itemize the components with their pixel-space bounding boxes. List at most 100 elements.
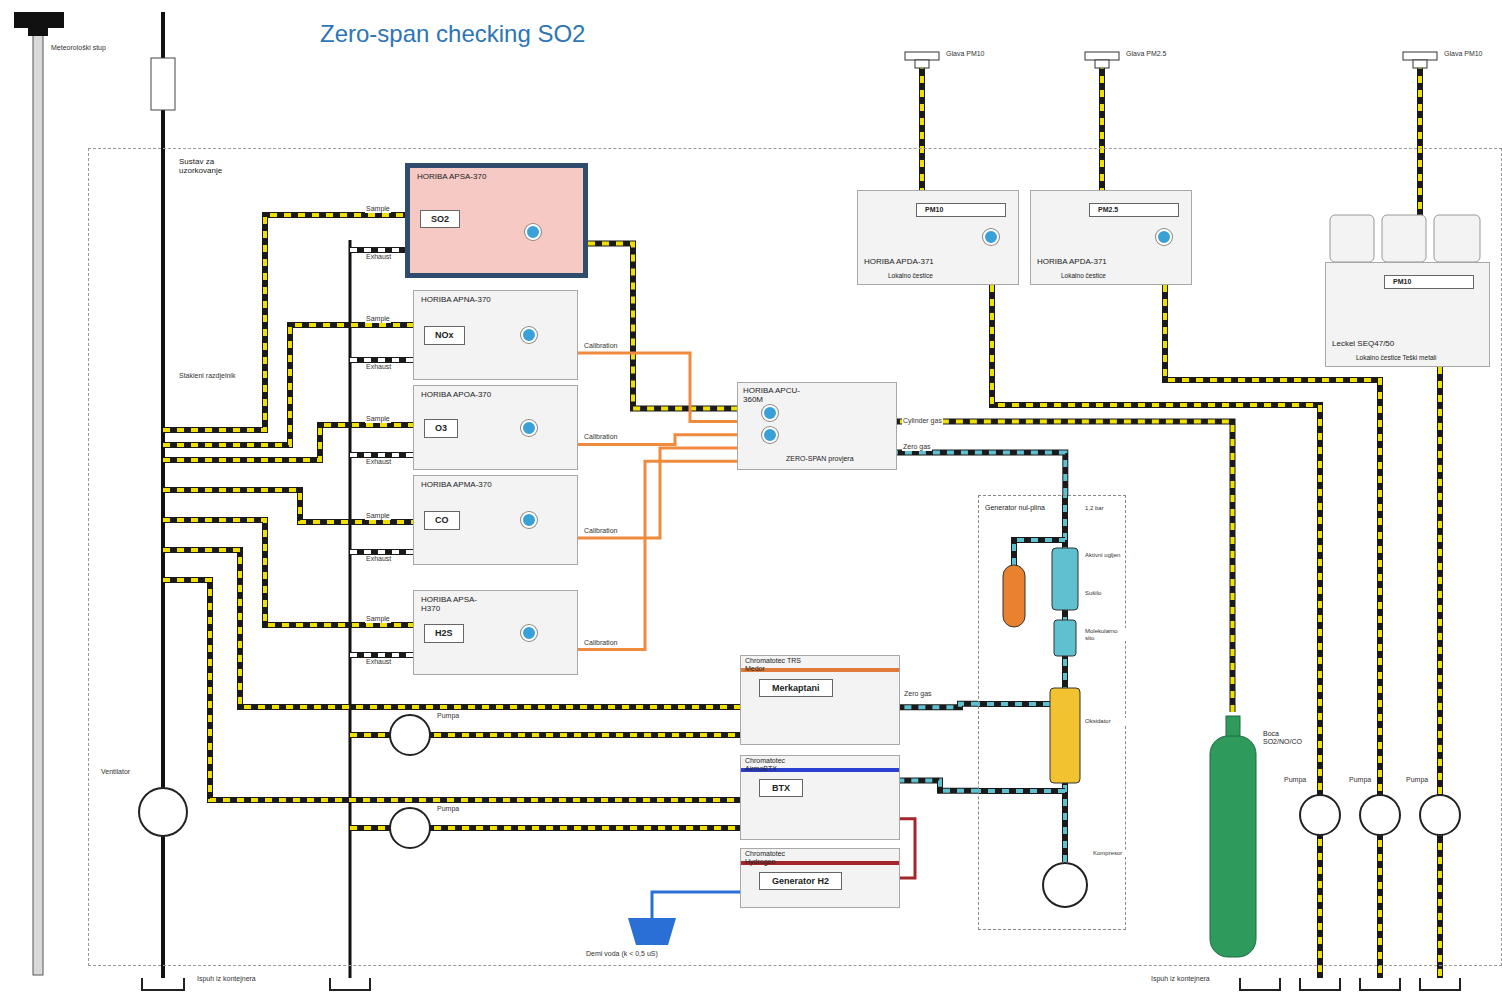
drawing-part (1165, 285, 1380, 978)
line-stripe (897, 452, 1065, 495)
part-label: Exhaust (365, 555, 392, 563)
drawing-part (1413, 60, 1427, 68)
drawing-part (163, 580, 740, 800)
drawing-part (1403, 52, 1437, 60)
drawing-part (978, 789, 1065, 793)
drawing-part (1417, 62, 1423, 215)
analyzer-box: HORIBA APNA-370NOx (413, 290, 578, 380)
drawing-part (1165, 285, 1380, 978)
line-stripe (900, 781, 978, 791)
drawing-part (905, 52, 939, 60)
drawing-part (139, 788, 187, 836)
gas-cylinder: Boca SO2/NO/CO (1205, 712, 1315, 957)
status-dot (521, 327, 537, 343)
drawing-part (1085, 52, 1119, 60)
gas-line (900, 781, 978, 791)
chromatograph-box: Chromatotec TRS MedorMerkaptani (740, 655, 900, 745)
diagram-title: Zero-span checking SO2 (320, 20, 585, 48)
node-text: Generator H2 (759, 872, 842, 890)
drawing-part (1210, 736, 1256, 957)
drawing-part (163, 550, 740, 707)
node-text: ZERO-SPAN provjera (786, 455, 854, 463)
gas-line (900, 819, 915, 878)
part-label: Ventilator (100, 768, 131, 776)
part-label: Pumpa (1348, 776, 1372, 784)
drawing-part (390, 808, 430, 848)
part-label: Sample (365, 615, 391, 623)
node-heading: HORIBA APOA-370 (421, 390, 493, 399)
node-heading: Chromatotec AirmoBTX (745, 757, 817, 773)
gas-line (897, 422, 1233, 712)
drawing-part (1095, 60, 1109, 68)
gas-line (897, 452, 1065, 495)
part-label: Ispuh iz kontejnera (196, 975, 257, 983)
gas-line (578, 353, 737, 422)
part-label: Exhaust (365, 458, 392, 466)
part-label: Exhaust (365, 363, 392, 371)
node-text: HORIBA APDA-371 (864, 257, 934, 266)
drawing-part (1438, 367, 1442, 978)
node-heading: Sustav za uzorkovanje (179, 157, 251, 175)
line-base (897, 452, 1065, 495)
drawing-part (1054, 620, 1076, 656)
drawing-part (978, 702, 1050, 706)
drawing-part (350, 358, 413, 362)
gas-line (588, 244, 737, 409)
drawing-part (920, 62, 924, 190)
part-label: Calibration (583, 527, 618, 535)
drawing-part (163, 520, 413, 625)
drawing-part (350, 453, 413, 457)
node-heading: PM10 (1384, 275, 1474, 289)
node-heading: PM10 (916, 203, 1006, 217)
drawing-part (1050, 688, 1080, 783)
drawing-part (142, 978, 1460, 990)
part-label: Aktivni ugljen (1084, 552, 1124, 559)
node-text: O3 (424, 419, 458, 437)
part-label: Zero gas (903, 690, 933, 698)
drawing-part (1330, 215, 1374, 262)
line-base (578, 461, 737, 649)
drawing-part (163, 215, 405, 430)
part-label: Zero gas (902, 443, 932, 451)
drawing-part (163, 425, 413, 460)
drawing-part (992, 285, 1320, 978)
node-heading: HORIBA APCU-360M (743, 386, 815, 404)
node-text: CO (424, 511, 460, 529)
status-dot (983, 229, 999, 245)
drawing-part (33, 30, 43, 975)
drawing-part (1052, 548, 1078, 610)
drawing-part (628, 918, 676, 945)
drawing-part (1360, 978, 1400, 990)
drawing-part (915, 60, 929, 68)
hydrogen-generator: Chromatotec HydrogenGenerator H2 (740, 848, 900, 908)
drawing-part (1418, 62, 1422, 215)
drawing-part (1226, 716, 1240, 738)
analyzer-box: HORIBA APOA-370O3 (413, 385, 578, 470)
part-label: Sample (365, 512, 391, 520)
node-heading: HORIBA APSA-H370 (421, 595, 493, 613)
drawing-part (330, 978, 370, 990)
line-stripe (900, 704, 978, 707)
drawing-part (1043, 863, 1087, 907)
node-text: BTX (759, 779, 803, 797)
line-base (897, 422, 1233, 712)
drawing-part (350, 248, 405, 252)
drawing-part (390, 715, 430, 755)
part-label: Demi voda (k < 0,5 uS) (585, 950, 659, 958)
status-dot (521, 512, 537, 528)
status-dot (762, 405, 778, 421)
calibration-unit: HORIBA APCU-360M ZERO-SPAN provjera (737, 382, 897, 470)
status-dot (1156, 229, 1172, 245)
node-heading: PM2.5 (1089, 203, 1179, 217)
part-label: Exhaust (365, 658, 392, 666)
part-label: Sample (365, 415, 391, 423)
node-heading: HORIBA APSA-370 (417, 172, 489, 181)
drawing-part (1300, 795, 1340, 835)
drawing-part (163, 550, 740, 707)
drawing-part (978, 788, 1065, 794)
part-label: 1,2 bar (1084, 505, 1124, 512)
part-label: Calibration (583, 342, 618, 350)
part-label: Glava PM10 (945, 50, 986, 58)
drawing-part (349, 240, 352, 978)
